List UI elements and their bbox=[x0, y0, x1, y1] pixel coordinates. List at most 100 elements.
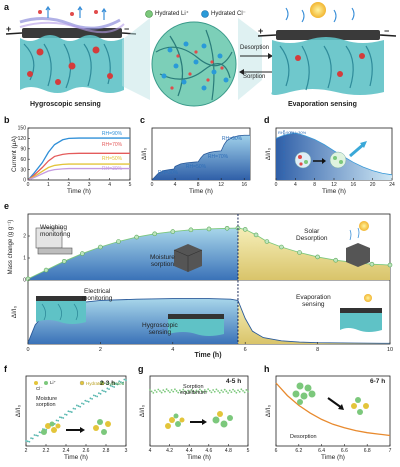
panel-f-frame bbox=[25, 375, 127, 447]
panel-g-point bbox=[237, 389, 239, 392]
panel-e-mass-point bbox=[152, 231, 157, 237]
panel-g-point bbox=[162, 389, 165, 392]
panel-c-ylabel: ΔI/I₀ bbox=[141, 147, 148, 160]
panel-e-mass-point bbox=[98, 244, 103, 250]
panel-g-point bbox=[170, 389, 173, 391]
panel-f-range: 2-3 h bbox=[100, 380, 116, 387]
panel-c-xtick-label: 8 bbox=[197, 182, 200, 188]
panel-b-ylabel: Current (μA) bbox=[11, 136, 18, 172]
panel-f-legend-hydrated-2: Hydrated bbox=[106, 381, 125, 386]
evaporation-sensing-caption: Evaporation sensing bbox=[288, 101, 357, 108]
panel-f-point bbox=[74, 407, 77, 410]
panel-h-xtick-label: 6.8 bbox=[364, 448, 371, 454]
panel-b-label: b bbox=[4, 115, 10, 125]
panel-g-point bbox=[227, 392, 229, 394]
panel-g-point bbox=[207, 388, 210, 391]
panel-f-point bbox=[28, 440, 31, 443]
panel-b-xtick-label: 1 bbox=[47, 182, 50, 188]
panel-f-point bbox=[92, 394, 95, 397]
panel-b-ytick-label: 30 bbox=[20, 167, 26, 173]
panel-h-note: Desorption bbox=[290, 434, 317, 440]
panel-g-point bbox=[242, 389, 244, 392]
panel-b-ytick-label: 90 bbox=[20, 147, 26, 153]
panel-f-point bbox=[103, 390, 105, 393]
panel-f-point bbox=[69, 410, 71, 413]
panel-f-point bbox=[84, 399, 87, 402]
panel-g-point bbox=[202, 391, 205, 394]
panel-e-xtick-label: 4 bbox=[171, 347, 174, 353]
panel-f-point bbox=[62, 417, 65, 419]
panel-g-xtick-label: 5 bbox=[247, 448, 250, 454]
panel-h-ylabel: ΔI/I₀ bbox=[265, 404, 272, 417]
hygroscopic-sensing-caption: Hygroscopic sensing bbox=[30, 101, 101, 108]
positive-terminal-right: + bbox=[258, 26, 264, 36]
panel-e-mass-point bbox=[279, 244, 284, 250]
panel-f-xtick-label: 2.8 bbox=[103, 448, 110, 454]
panel-g-xtick-label: 4.2 bbox=[166, 448, 173, 454]
panel-g-point bbox=[215, 388, 218, 391]
panel-g-frame bbox=[149, 375, 249, 447]
panel-f-xtick-label: 2.6 bbox=[83, 448, 90, 454]
panel-g-point bbox=[200, 390, 203, 392]
panel-f-point bbox=[79, 405, 82, 408]
panel-b-ytick-label: 0 bbox=[23, 178, 26, 184]
panel-c-annotation-RH=90%: RH=90% bbox=[222, 136, 243, 142]
panel-e-xtick-label: 0 bbox=[26, 347, 29, 353]
panel-d-xtick-label: 12 bbox=[331, 182, 337, 188]
panel-g-point bbox=[220, 389, 223, 392]
panel-g-point bbox=[164, 390, 166, 393]
panel-e-mass-point bbox=[253, 232, 259, 238]
panel-f-point bbox=[116, 383, 119, 386]
panel-d-xtick-label: 20 bbox=[370, 182, 376, 188]
panel-g-point bbox=[205, 390, 208, 393]
panel-c-annotation-RH=30%: RH=30% bbox=[158, 170, 179, 176]
panel-f-point bbox=[31, 437, 34, 440]
panel-g-point bbox=[238, 390, 241, 393]
panel-f-point bbox=[91, 397, 94, 400]
panel-g-point bbox=[167, 389, 170, 392]
panel-g-point bbox=[245, 389, 248, 391]
panel-f-point bbox=[109, 384, 112, 387]
panel-d-xtick-label: 24 bbox=[389, 182, 395, 188]
panel-d-xtick-label: 4 bbox=[294, 182, 297, 188]
panel-g-point bbox=[188, 391, 191, 394]
panel-c-annotation-RH=70%: RH=70% bbox=[208, 154, 229, 160]
panel-h-ion-illustration bbox=[292, 382, 369, 415]
panel-e-mass-point bbox=[116, 239, 121, 244]
legend-cl-marker bbox=[201, 10, 209, 18]
series-legend-RH=90%: RH=90% bbox=[102, 131, 123, 137]
panel-h-xlabel: Time (h) bbox=[321, 454, 345, 461]
panel-g-xtick-label: 4.6 bbox=[205, 448, 212, 454]
panel-g-point bbox=[240, 388, 243, 391]
panel-g-point bbox=[159, 390, 161, 392]
panel-e-ytick-label: 1 bbox=[23, 256, 26, 262]
panel-f-point bbox=[36, 434, 39, 437]
panel-c-annotation-RH=50%: RH=50% bbox=[186, 164, 207, 170]
panel-e-mass-point bbox=[224, 226, 230, 231]
panel-f-xtick-label: 2.4 bbox=[63, 448, 70, 454]
panel-f-point bbox=[72, 407, 75, 410]
panel-f-point bbox=[86, 400, 88, 403]
panel-h-xtick-label: 6 bbox=[275, 448, 278, 454]
legend-cl-label: Hydrated Cl⁻ bbox=[211, 11, 246, 17]
series-line-RH=90% bbox=[27, 137, 130, 181]
hydrated-ion-network-zoom bbox=[122, 18, 262, 107]
panel-g-point bbox=[232, 388, 234, 391]
panel-f-ion-illustration bbox=[34, 380, 111, 435]
panel-g-point bbox=[192, 390, 195, 393]
panel-f-point bbox=[65, 413, 68, 416]
panel-g-point bbox=[175, 390, 178, 392]
panel-e-mass-area-desorption bbox=[237, 228, 390, 280]
panel-g-point bbox=[177, 391, 180, 394]
panel-g-point bbox=[182, 388, 185, 391]
panel-f-xlabel: Time (h) bbox=[64, 454, 88, 461]
panel-f-legend-hydrated-1: Hydrated bbox=[86, 381, 105, 386]
series-line-RH=30% bbox=[27, 167, 130, 181]
panel-f-point bbox=[121, 381, 124, 384]
series-line-RH=50% bbox=[27, 163, 130, 181]
series-line-RH=70% bbox=[27, 152, 130, 181]
hydrogel-cube-right bbox=[346, 221, 370, 267]
panel-g-point bbox=[225, 390, 228, 393]
